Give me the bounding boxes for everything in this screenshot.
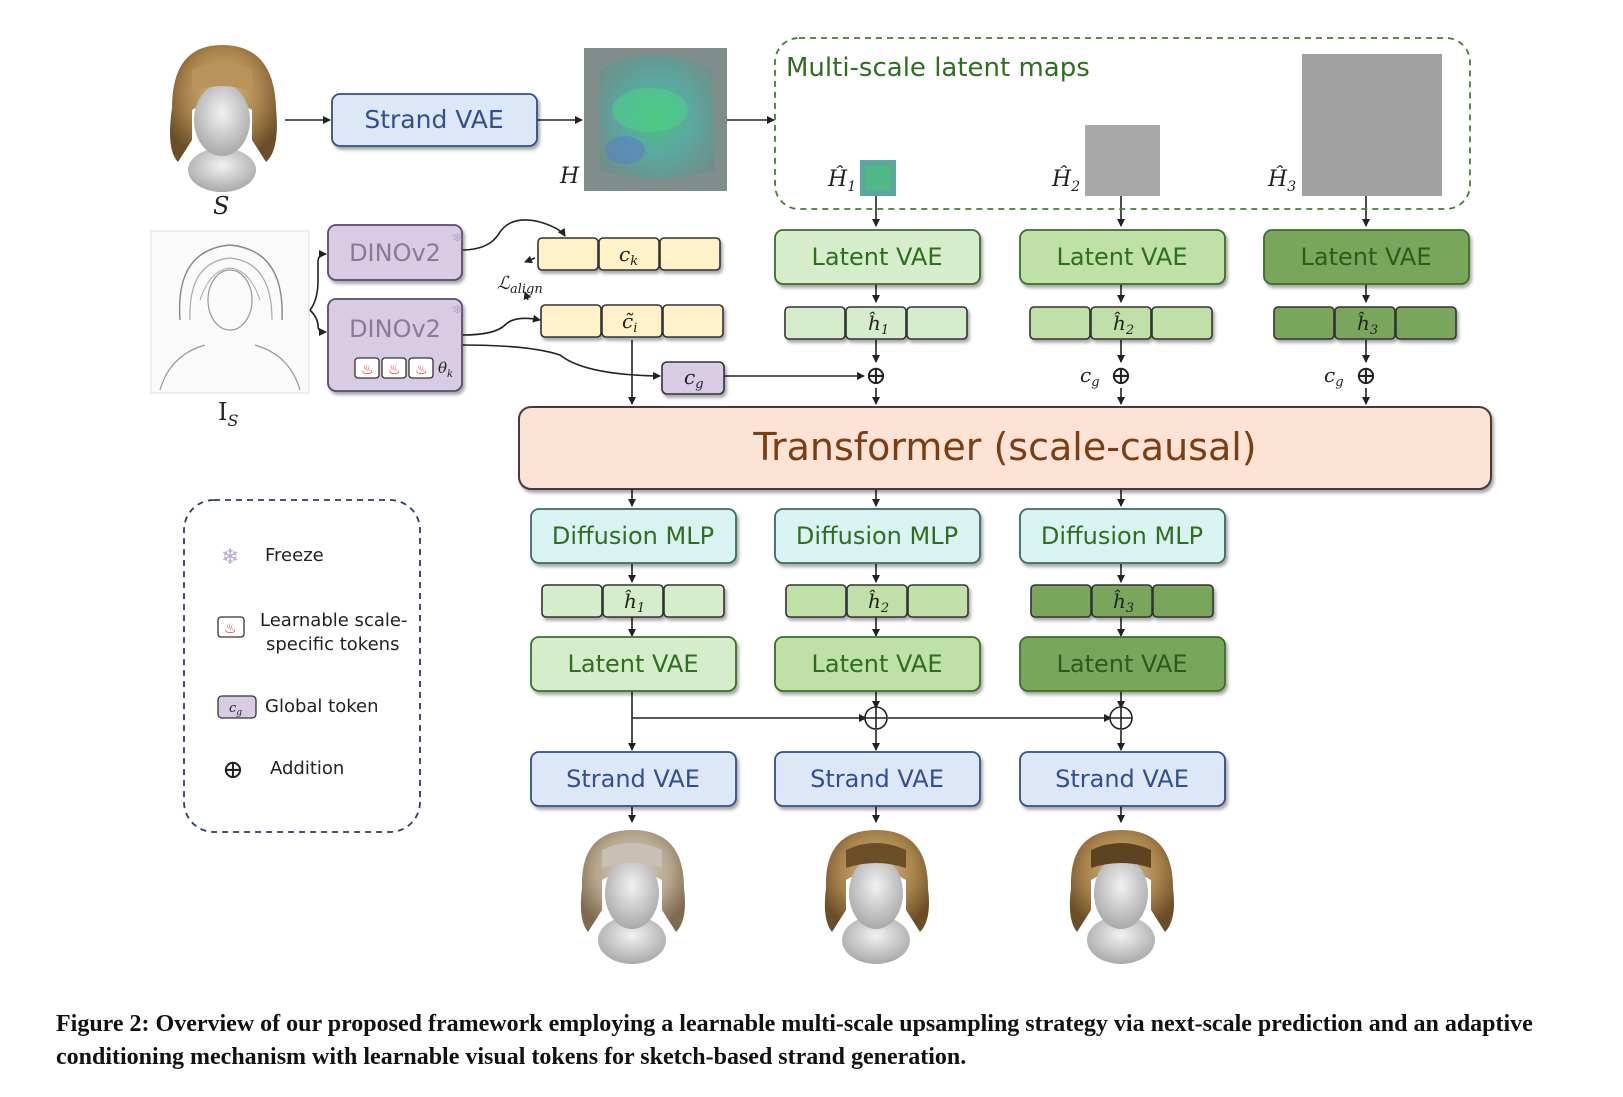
plus-icon: ⊕ bbox=[865, 361, 887, 391]
multiscale-group: Multi-scale latent maps bbox=[774, 37, 1471, 210]
legend: ❄ Freeze ♨ Learnable scale- specific tok… bbox=[183, 499, 421, 833]
svg-text:ĥ1: ĥ1 bbox=[624, 589, 645, 616]
svg-text:Ĥ1: Ĥ1 bbox=[827, 165, 856, 195]
svg-text:Latent VAE: Latent VAE bbox=[568, 650, 699, 678]
svg-text:ĥ2: ĥ2 bbox=[1113, 311, 1134, 338]
freeze-icon: ❄ bbox=[452, 302, 463, 317]
transformer-block: Transformer (scale-causal) bbox=[518, 406, 1492, 490]
addition-bottom bbox=[864, 706, 1133, 730]
svg-text:ck: ck bbox=[619, 242, 638, 269]
svg-text:♨: ♨ bbox=[388, 363, 401, 378]
tokens-h-hat-top-3: ĥ3 bbox=[1273, 306, 1457, 340]
legend-learnable-1: Learnable scale- bbox=[260, 610, 407, 631]
svg-text:cg: cg bbox=[1324, 363, 1344, 390]
dinov2-learnable-label: DINOv2 bbox=[349, 315, 441, 343]
freeze-icon: ❄ bbox=[452, 230, 463, 245]
token-ck: ck bbox=[537, 237, 721, 271]
legend-addition: Addition bbox=[270, 758, 344, 779]
theta-k: θk bbox=[438, 359, 453, 380]
output-head-3 bbox=[1069, 830, 1174, 964]
output-head-2 bbox=[824, 830, 929, 964]
h-hat-labels: Ĥ1 Ĥ2 Ĥ3 bbox=[827, 165, 1296, 195]
transformer-label: Transformer (scale-causal) bbox=[752, 425, 1256, 469]
symbol-is: IS bbox=[218, 398, 238, 430]
legend-learnable-2: specific tokens bbox=[266, 634, 399, 655]
legend-global: Global token bbox=[265, 696, 378, 717]
flame-token-icon: ♨ ♨ ♨ bbox=[354, 357, 434, 379]
svg-text:Ĥ3: Ĥ3 bbox=[1267, 165, 1296, 195]
symbol-h: H bbox=[559, 164, 580, 189]
diffusion-mlp-1: Diffusion MLP bbox=[530, 508, 737, 564]
svg-text:Diffusion MLP: Diffusion MLP bbox=[796, 522, 958, 550]
plus-icon: ⊕ bbox=[222, 755, 244, 785]
tokens-h-hat-bottom-1: ĥ1 bbox=[541, 584, 725, 618]
dinov2-frozen-label: DINOv2 bbox=[349, 239, 441, 267]
dinov2-frozen: DINOv2 ❄ bbox=[327, 224, 463, 281]
svg-text:Strand VAE: Strand VAE bbox=[566, 765, 700, 793]
svg-text:Ĥ2: Ĥ2 bbox=[1051, 165, 1080, 195]
tokens-h-hat-top-2: ĥ2 bbox=[1029, 306, 1213, 340]
figure-caption: Figure 2: Overview of our proposed frame… bbox=[56, 1011, 1533, 1070]
strand-vae-top-label: Strand VAE bbox=[364, 105, 503, 134]
global-token-icon: cg bbox=[217, 695, 257, 719]
svg-text:Latent VAE: Latent VAE bbox=[1057, 650, 1188, 678]
strand-vae-bottom-2: Strand VAE bbox=[774, 751, 981, 807]
h-hat-3-map bbox=[1302, 54, 1442, 196]
latent-map-h bbox=[584, 48, 727, 191]
token-ci: c̃i bbox=[540, 304, 724, 338]
svg-text:cg: cg bbox=[1080, 363, 1100, 390]
flame-token-icon: ♨ bbox=[217, 616, 245, 638]
freeze-icon: ❄ bbox=[221, 544, 239, 569]
strand-vae-bottom-3: Strand VAE bbox=[1019, 751, 1226, 807]
l-align: ℒalign bbox=[497, 273, 543, 297]
svg-text:♨: ♨ bbox=[415, 363, 428, 378]
svg-text:Diffusion MLP: Diffusion MLP bbox=[552, 522, 714, 550]
svg-text:cg: cg bbox=[229, 701, 242, 718]
svg-text:Diffusion MLP: Diffusion MLP bbox=[1041, 522, 1203, 550]
latent-vae-bottom-2: Latent VAE bbox=[774, 636, 981, 692]
input-hair-head bbox=[170, 45, 277, 192]
multiscale-title: Multi-scale latent maps bbox=[786, 53, 1090, 83]
output-head-1 bbox=[580, 830, 685, 964]
svg-text:Strand VAE: Strand VAE bbox=[810, 765, 944, 793]
latent-vae-bottom-1: Latent VAE bbox=[530, 636, 737, 692]
symbol-s: S bbox=[213, 192, 229, 220]
strand-vae-top: Strand VAE bbox=[331, 93, 538, 147]
plus-icon: ⊕ bbox=[1355, 361, 1377, 391]
svg-text:ĥ3: ĥ3 bbox=[1357, 311, 1378, 338]
svg-text:♨: ♨ bbox=[361, 363, 374, 378]
tokens-h-hat-top-1: ĥ1 bbox=[784, 306, 968, 340]
h-hat-2-map bbox=[1085, 125, 1160, 196]
svg-text:Strand VAE: Strand VAE bbox=[1055, 765, 1189, 793]
svg-text:c̃i: c̃i bbox=[622, 309, 637, 336]
svg-text:ĥ1: ĥ1 bbox=[868, 311, 889, 338]
latent-vae-bottom-3: Latent VAE bbox=[1019, 636, 1226, 692]
diffusion-mlp-3: Diffusion MLP bbox=[1019, 508, 1226, 564]
tokens-h-hat-bottom-2: ĥ2 bbox=[785, 584, 969, 618]
sketch-input bbox=[150, 230, 310, 394]
connectors bbox=[285, 116, 1370, 823]
svg-text:cg: cg bbox=[684, 365, 704, 392]
svg-text:Latent VAE: Latent VAE bbox=[1301, 243, 1432, 271]
svg-text:♨: ♨ bbox=[224, 622, 237, 637]
latent-vae-top-1: Latent VAE bbox=[774, 229, 981, 285]
dinov2-learnable: DINOv2 ❄ ♨ ♨ ♨ θk bbox=[327, 298, 463, 392]
latent-vae-top-3: Latent VAE bbox=[1263, 229, 1470, 285]
svg-text:ĥ3: ĥ3 bbox=[1113, 589, 1134, 616]
svg-text:Latent VAE: Latent VAE bbox=[1057, 243, 1188, 271]
tokens-h-hat-bottom-3: ĥ3 bbox=[1030, 584, 1214, 618]
token-cg: cg bbox=[661, 361, 725, 395]
addition-top: ⊕ ⊕ ⊕ cg cg bbox=[865, 361, 1377, 391]
svg-text:Latent VAE: Latent VAE bbox=[812, 243, 943, 271]
strand-vae-bottom-1: Strand VAE bbox=[530, 751, 737, 807]
diffusion-mlp-2: Diffusion MLP bbox=[774, 508, 981, 564]
svg-text:Latent VAE: Latent VAE bbox=[812, 650, 943, 678]
svg-text:ĥ2: ĥ2 bbox=[868, 589, 889, 616]
latent-vae-top-2: Latent VAE bbox=[1019, 229, 1226, 285]
legend-freeze: Freeze bbox=[265, 545, 324, 566]
plus-icon: ⊕ bbox=[1110, 361, 1132, 391]
framework-diagram: S Strand VAE H Multi-scale latent maps Ĥ… bbox=[150, 37, 1492, 964]
